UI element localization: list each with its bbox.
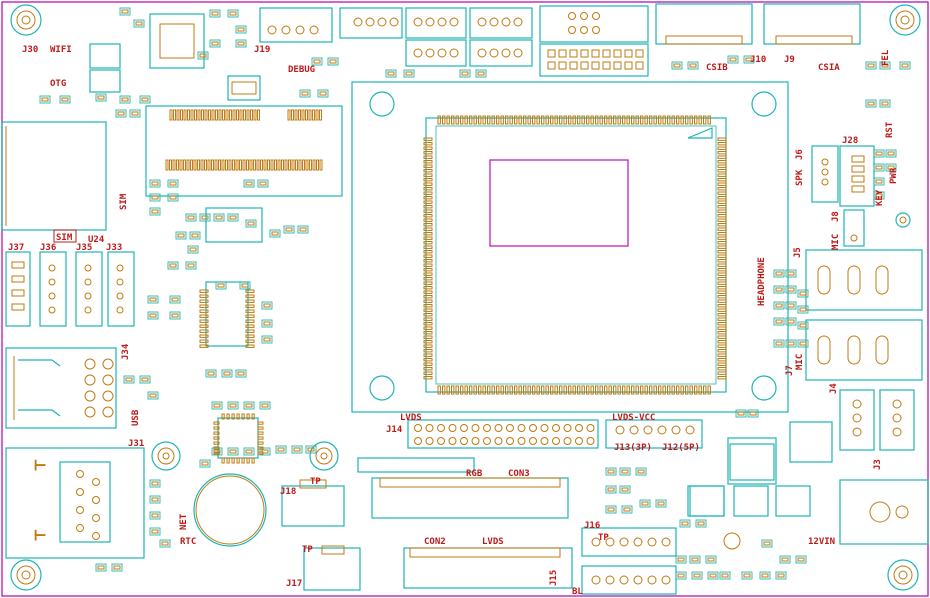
- label-csib: CSIB: [706, 63, 728, 73]
- label-lvds-top: LVDS: [400, 413, 422, 423]
- label-j18: J18: [280, 487, 296, 497]
- soc-pins-top: [437, 115, 711, 125]
- audio-connectors-left: [5, 251, 135, 327]
- top-connectors: [259, 3, 861, 77]
- j14-pins: [414, 424, 595, 445]
- label-fel: FEL: [881, 49, 891, 66]
- silk-labels: J30 WIFI OTG J19 DEBUG CSIB J10 J9 CSIA …: [8, 45, 899, 597]
- label-j3: J3: [873, 459, 883, 470]
- label-wifi: WIFI: [50, 45, 72, 55]
- label-spk: SPK: [795, 169, 805, 186]
- label-j17: J17: [286, 579, 302, 589]
- emmc-pins-bottom: [165, 159, 323, 171]
- label-con3: CON3: [508, 469, 530, 479]
- label-debug: DEBUG: [288, 65, 315, 75]
- rtc-battery: [193, 473, 267, 547]
- lvds-header: [407, 419, 703, 449]
- label-csia: CSIA: [818, 63, 840, 73]
- left-jack-pins: [11, 261, 124, 314]
- label-usb: USB: [131, 409, 141, 426]
- lvds-vcc-pins: [615, 425, 695, 435]
- header-20pin: [547, 49, 644, 70]
- spk-pins: [821, 155, 865, 193]
- label-lvds-bottom: LVDS: [482, 537, 504, 547]
- label-j6: J6: [795, 149, 805, 160]
- emmc-pins-top: [169, 109, 322, 121]
- soc-pins-bottom: [437, 385, 711, 395]
- soc-module: [351, 81, 789, 413]
- ethernet-pins: [76, 470, 100, 540]
- mounting-hole-tr: [889, 4, 921, 36]
- label-j9: J9: [784, 55, 795, 65]
- svg-text:⊢: ⊢: [34, 528, 46, 544]
- label-j12: J12(5P): [662, 443, 700, 453]
- label-j35: J35: [76, 243, 92, 253]
- label-j4: J4: [829, 383, 839, 394]
- j16-pins: [591, 537, 671, 585]
- right-connectors: [581, 145, 929, 595]
- mounting-hole-br: [887, 559, 919, 591]
- j4-pins: [852, 399, 902, 437]
- label-j28: J28: [842, 136, 858, 146]
- label-j5: J5: [793, 247, 803, 258]
- emmc-area: [145, 105, 343, 197]
- label-j13: J13(3P): [614, 443, 652, 453]
- sim-label-box: [53, 229, 77, 243]
- label-j14: J14: [386, 425, 403, 435]
- label-con2: CON2: [424, 537, 446, 547]
- label-u24: U24: [88, 235, 105, 245]
- label-otg: OTG: [50, 79, 66, 89]
- label-pwr: PWR: [889, 167, 899, 184]
- tp-connectors: [281, 479, 361, 591]
- label-bl: BL: [572, 587, 583, 597]
- label-j7: J7: [785, 365, 795, 376]
- mounting-hole-bl: [10, 559, 42, 591]
- label-mic-bottom: MIC: [795, 354, 805, 370]
- usb-pins: [84, 358, 114, 418]
- label-j30: J30: [22, 45, 38, 55]
- mounting-hole-mid-center: [309, 441, 339, 471]
- ethernet-port: ⊢ ⊢: [5, 447, 145, 559]
- jack-slots: [817, 265, 889, 365]
- label-key: KEY: [875, 189, 885, 206]
- label-tp-top: TP: [310, 477, 321, 487]
- soc-die: [489, 159, 629, 247]
- label-rgb: RGB: [466, 469, 483, 479]
- label-net: NET: [179, 513, 189, 530]
- soc-pins-left: [423, 137, 433, 380]
- label-j15: J15: [549, 570, 559, 586]
- label-j10: J10: [750, 55, 766, 65]
- label-rst: RST: [885, 121, 895, 138]
- label-headphone: HEADPHONE: [757, 257, 767, 306]
- label-j33: J33: [106, 243, 122, 253]
- mounting-hole-mid-left: [151, 441, 181, 471]
- label-sim-box: SIM: [56, 233, 73, 243]
- label-j36: J36: [40, 243, 56, 253]
- usb-port: [5, 347, 117, 429]
- wifi-area: [89, 13, 261, 101]
- label-tp-bottom: TP: [302, 545, 313, 555]
- label-j34: J34: [121, 343, 131, 360]
- label-j8: J8: [831, 211, 841, 222]
- label-rtc: RTC: [180, 537, 196, 547]
- svg-text:⊢: ⊢: [34, 458, 46, 474]
- fpc-connectors: [357, 457, 573, 589]
- mounting-holes: [10, 4, 921, 591]
- label-tp-right: TP: [598, 533, 609, 543]
- label-j31: J31: [128, 439, 144, 449]
- passive-components: [39, 7, 911, 580]
- label-j19: J19: [254, 45, 270, 55]
- label-j37: J37: [8, 243, 24, 253]
- label-mic-top: MIC: [831, 234, 841, 250]
- mounting-hole-tl: [10, 4, 42, 36]
- label-sim-left: SIM: [119, 193, 129, 210]
- soc-pins-right: [717, 137, 727, 380]
- label-12vin: 12VIN: [808, 537, 835, 547]
- label-j16: J16: [584, 521, 600, 531]
- label-lvds-vcc: LVDS-VCC: [612, 413, 655, 423]
- sdcard-slot: [1, 121, 107, 231]
